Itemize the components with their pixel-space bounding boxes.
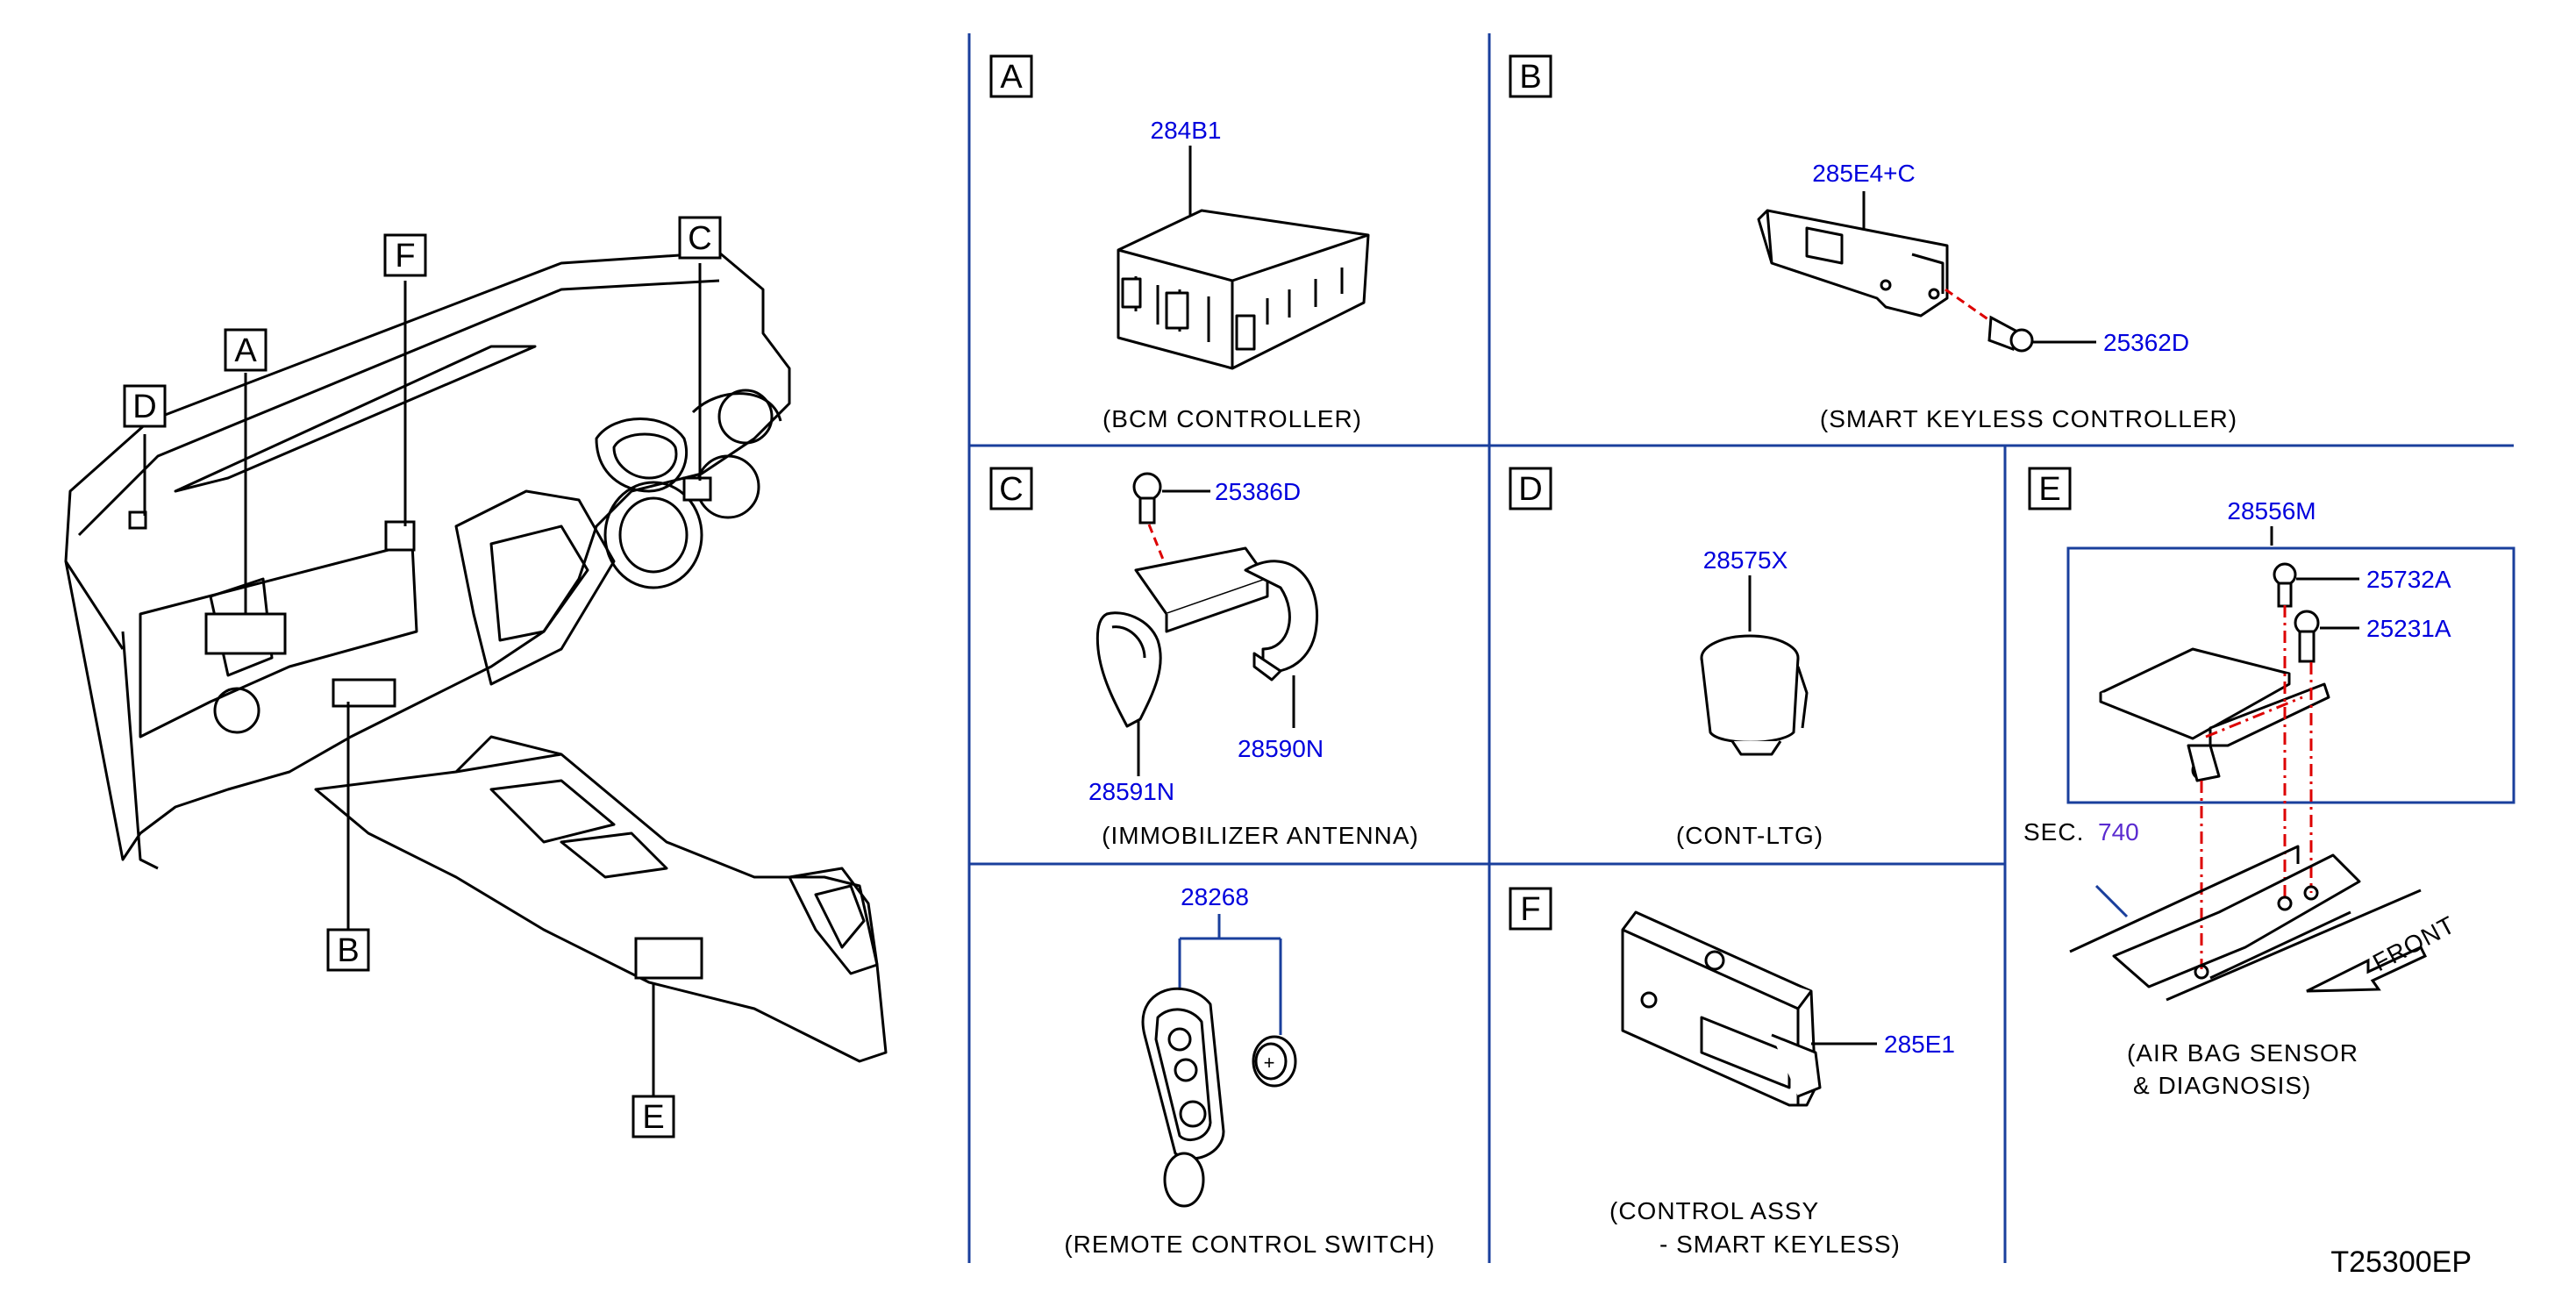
part-number-25231a: 25231A [2366,615,2451,642]
part-number-28575x: 28575X [1703,546,1788,574]
svg-text:D: D [132,389,156,425]
bolt-25231a [2294,610,2320,663]
caption-control-assy-line2: - SMART KEYLESS) [1659,1231,1901,1258]
callout-c: C [678,216,722,260]
cont-ltg-drawing [1700,634,1809,756]
part-number-25386d: 25386D [1215,478,1301,505]
svg-text:B: B [1519,59,1541,96]
panel-grid [967,33,2514,1263]
panel-c: C 25386D 28591N 28590N (IMMOBILIZER ANTE… [989,467,1419,849]
floor-bracket-drawing [2069,845,2422,1002]
callout-a: A [224,328,268,372]
airbag-sensor-drawing [2099,647,2330,782]
panel-b: B 285E4+C 25362D (SMART KEYLESS CONTROLL… [1509,54,2237,432]
part-number-284b1: 284B1 [1151,117,1222,144]
screw-25386d [1132,472,1162,525]
remote-key-fob-drawing [1141,987,1225,1208]
callout-e: E [632,1095,675,1138]
svg-text:C: C [999,471,1023,508]
part-number-28590n: 28590N [1238,735,1324,762]
panel-a: A 284B1 (BCM CONTROLLER) [989,54,1370,432]
panel-f: F 285E1 (CONTROL ASSY - SMART KEYLESS) [1509,887,1955,1258]
panel-remote: 28268 + (REMOTE CONTROL SWITCH) [1064,883,1435,1258]
svg-text:+: + [1264,1052,1275,1074]
svg-text:B: B [337,932,359,969]
screw-25362d [1987,315,2034,353]
sec-label: SEC. [2023,818,2084,846]
caption-airbag-line2: & DIAGNOSIS) [2133,1072,2311,1099]
caption-cont-ltg: (CONT-LTG) [1676,822,1823,849]
part-number-28268: 28268 [1181,883,1249,910]
callout-f: F [383,233,427,277]
module-e-shape [634,937,703,980]
part-number-28591n: 28591N [1088,778,1174,805]
callout-b: B [326,928,370,972]
dashboard-overview [64,251,888,1063]
bolt-25732a [2273,562,2297,608]
figure-code: T25300EP [2330,1245,2472,1279]
battery-drawing: + [1252,1035,1297,1088]
module-f-shape [384,520,416,552]
svg-text:E: E [2038,471,2060,508]
control-assy-drawing [1621,910,1822,1107]
svg-text:C: C [688,220,711,257]
panel-e: E 28556M 25732A 25231A SEC. 7 [2023,467,2515,1099]
caption-airbag-line1: (AIR BAG SENSOR [2127,1039,2358,1067]
front-label: FRONT [2368,910,2459,976]
svg-text:A: A [1000,59,1023,96]
svg-text:F: F [1520,891,1540,928]
airbag-detail-frame [2066,546,2515,804]
module-c-shape [682,476,712,502]
svg-text:D: D [1518,471,1542,508]
sec-number-740: 740 [2098,818,2139,846]
antenna-drawing [1095,546,1318,728]
svg-text:E: E [642,1099,664,1136]
part-number-28556m: 28556M [2227,497,2316,525]
caption-control-assy-line1: (CONTROL ASSY [1609,1197,1819,1224]
module-a-shape [204,612,287,655]
bcm-controller-drawing [1117,209,1370,370]
svg-text:F: F [395,238,415,275]
caption-smart-keyless-controller: (SMART KEYLESS CONTROLLER) [1820,405,2237,432]
callout-d: D [123,384,167,428]
part-number-285e4c: 285E4+C [1812,160,1916,187]
remote-leader-lines [1178,914,1282,1035]
part-number-25732a: 25732A [2366,566,2451,593]
part-number-285e1: 285E1 [1884,1031,1955,1058]
svg-text:A: A [234,332,257,369]
module-d-shape [128,510,147,530]
front-arrow-icon [2306,946,2428,993]
caption-bcm: (BCM CONTROLLER) [1102,405,1362,432]
caption-immobilizer-antenna: (IMMOBILIZER ANTENNA) [1102,822,1419,849]
module-b-shape [332,678,396,708]
smart-keyless-controller-drawing [1757,209,1949,318]
part-number-25362d: 25362D [2103,329,2189,356]
caption-remote-control-switch: (REMOTE CONTROL SWITCH) [1064,1231,1435,1258]
overview-callouts [143,263,702,1096]
overview-modules [128,476,712,980]
panel-d: D 28575X (CONT-LTG) [1509,467,1823,849]
